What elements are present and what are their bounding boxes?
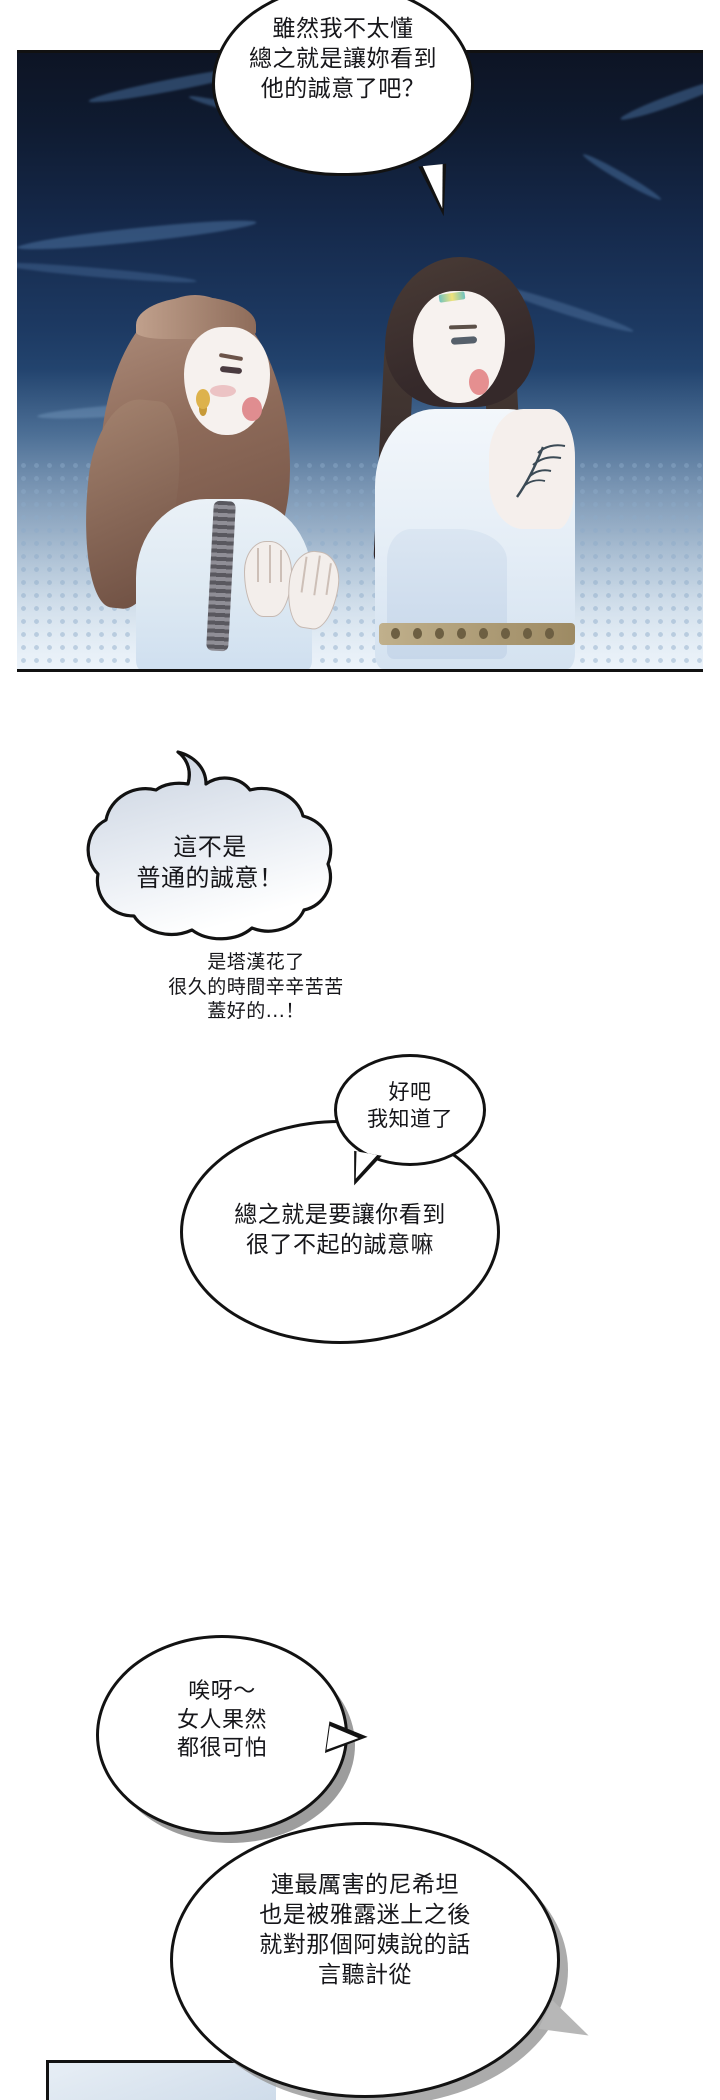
speech-bubble-6: 連最厲害的尼希坦 也是被雅露迷上之後 就對那個阿姨說的話 言聽計從: [170, 1822, 596, 2098]
thought-cloud-shape: [86, 750, 333, 941]
panel-3-partial: [46, 2060, 276, 2100]
cloud-wisp-icon: [581, 151, 663, 203]
bubble-tail: [538, 2000, 596, 2050]
speech-bubble-3: 好吧 我知道了: [334, 1054, 486, 1190]
shoulder-tattoo: [516, 444, 566, 498]
bubble-4-text: 總之就是要讓你看到 很了不起的誠意嘛: [234, 1202, 446, 1258]
free-text-narration-1: 是塔漢花了 很久的時間辛辛苦苦 蓋好的...！: [168, 951, 344, 1023]
speech-bubble-5: 唉呀～ 女人果然 都很可怕: [96, 1635, 370, 1835]
bubble-1-text: 雖然我不太懂 總之就是讓妳看到 他的誠意了吧？: [249, 16, 437, 102]
open-mouth: [242, 397, 262, 421]
cloud-wisp-icon: [618, 72, 703, 125]
open-mouth: [469, 369, 489, 395]
character-left-brown-hair: [75, 249, 344, 669]
raised-hand-left: [244, 541, 292, 617]
bubble-3-text: 好吧 我知道了: [367, 1080, 453, 1132]
bubble-6-text: 連最厲害的尼希坦 也是被雅露迷上之後 就對那個阿姨說的話 言聽計從: [259, 1872, 471, 1988]
thought-cloud-bubble-2: 這不是 普通的誠意！: [60, 744, 360, 944]
blush: [210, 385, 236, 397]
character-right-dark-braids: [357, 229, 587, 669]
bubble-2-text: 這不是 普通的誠意！: [136, 833, 284, 893]
bubble-5-text: 唉呀～ 女人果然 都很可怕: [176, 1679, 267, 1762]
earring-icon: [196, 389, 210, 409]
speech-bubble-1: 雖然我不太懂 總之就是讓妳看到 他的誠意了吧？: [212, 0, 474, 219]
face: [413, 291, 505, 403]
